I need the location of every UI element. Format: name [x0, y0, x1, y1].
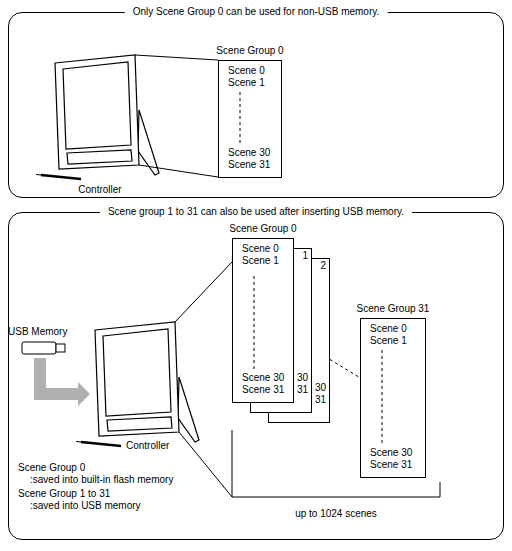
note-label: :saved into built-in flash memory: [30, 474, 173, 486]
panel-heading: Only Scene Group 0 can be used for non-U…: [125, 6, 388, 18]
scene-name: 31: [297, 384, 308, 396]
note-label: Scene Group 0: [18, 462, 85, 474]
scene-name: 30: [315, 382, 326, 394]
stylus-tip: [36, 174, 41, 176]
stand: [178, 377, 199, 442]
scene-group-box: Scene Group 31Scene 0Scene 1Scene 30Scen…: [360, 318, 426, 478]
group-heading: Scene Group 0: [216, 45, 283, 57]
scene-group-box: Scene Group 0Scene 0Scene 1Scene 30Scene…: [232, 238, 294, 403]
stylus: [41, 175, 81, 179]
note-label: USB Memory: [8, 326, 67, 338]
scene-name: 30: [297, 372, 308, 384]
scene-name: Scene 0: [242, 243, 279, 255]
leader-line: [175, 262, 232, 322]
leader-line: [139, 165, 218, 177]
leader-lines: [135, 55, 218, 177]
scene-name: Scene 0: [228, 65, 265, 77]
panel-heading: Scene group 1 to 31 can also be used aft…: [100, 206, 412, 218]
tablet-screen: [63, 62, 131, 149]
scene-name: Scene 31: [370, 459, 412, 471]
ellipsis-dash: [382, 350, 383, 444]
usb-body: [22, 342, 56, 354]
usb-plug: [56, 344, 65, 352]
tablet-screen: [103, 329, 171, 416]
scene-name: Scene 30: [370, 447, 412, 459]
group-heading: Scene Group 0: [229, 223, 296, 235]
tablet-bar: [107, 417, 172, 431]
leader-line: [179, 432, 232, 497]
stylus-tip: [76, 441, 81, 443]
insert-arrow: [34, 358, 90, 406]
scene-name: Scene 1: [242, 255, 279, 267]
scene-group-box: Scene Group 0Scene 0Scene 1Scene 30Scene…: [218, 60, 282, 178]
note-label: Scene Group 1 to 31: [18, 488, 110, 500]
scene-name: Scene 31: [228, 159, 270, 171]
controller-tablet: [76, 322, 199, 446]
tablet-bar: [67, 150, 132, 164]
stylus: [81, 442, 121, 446]
continuation-line: [330, 359, 360, 377]
leader-line: [135, 55, 218, 60]
scene-name: Scene 31: [242, 384, 284, 396]
note-label: :saved into USB memory: [30, 500, 141, 512]
ellipsis-dash: [254, 276, 255, 369]
scene-name: Scene 1: [228, 77, 265, 89]
note-label: up to 1024 scenes: [295, 508, 377, 520]
group-heading: 1: [302, 250, 308, 262]
scene-name: Scene 1: [370, 335, 407, 347]
tablet-frame: [55, 55, 139, 169]
leader-lines: [175, 262, 232, 497]
group-heading: 2: [320, 260, 326, 272]
note-label: Controller: [126, 440, 169, 452]
scene-name: Scene 30: [228, 147, 270, 159]
scene-name: Scene 30: [242, 372, 284, 384]
tablet-frame: [95, 322, 179, 436]
region-panel: Only Scene Group 0 can be used for non-U…: [8, 12, 504, 198]
group-heading: Scene Group 31: [357, 303, 430, 315]
controller-tablet: [36, 55, 159, 179]
scene-name: 31: [315, 394, 326, 406]
ellipsis-dash: [240, 92, 241, 145]
note-label: Controller: [78, 184, 121, 196]
scene-name: Scene 0: [370, 323, 407, 335]
usb-stick: [22, 342, 65, 354]
